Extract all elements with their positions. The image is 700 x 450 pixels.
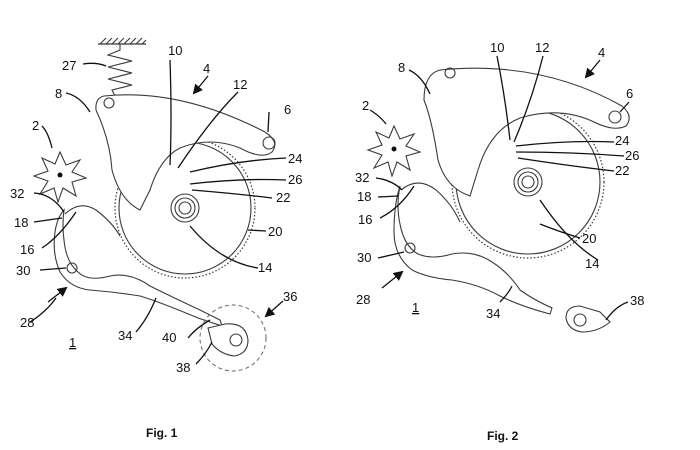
label-38-fig2: 38 xyxy=(630,293,644,308)
label-8-fig2: 8 xyxy=(398,60,405,75)
label-30-fig2: 30 xyxy=(357,250,371,265)
label-28: 28 xyxy=(20,315,34,330)
label-30: 30 xyxy=(16,263,30,278)
lever-28 xyxy=(53,208,223,327)
label-32: 32 xyxy=(10,186,24,201)
label-8: 8 xyxy=(55,86,62,101)
star-wheel-2 xyxy=(32,150,88,204)
leaders-fig2 xyxy=(369,55,630,321)
label-12: 12 xyxy=(233,77,247,92)
arrow-28 xyxy=(47,286,68,303)
lever-4 xyxy=(95,94,276,211)
label-12-fig2: 12 xyxy=(535,40,549,55)
label-32-fig2: 32 xyxy=(355,170,369,185)
lever-4-fig2 xyxy=(423,67,630,197)
arrow-28-fig2 xyxy=(381,270,404,289)
pawl-16 xyxy=(64,205,121,237)
label-22-fig2: 22 xyxy=(615,163,629,178)
pivot-6 xyxy=(262,136,276,150)
label-18-fig2: 18 xyxy=(357,189,371,204)
label-6-fig2: 6 xyxy=(626,86,633,101)
label-10-fig2: 10 xyxy=(490,40,504,55)
label-36: 36 xyxy=(283,289,297,304)
label-24-fig2: 24 xyxy=(615,133,629,148)
label-18: 18 xyxy=(14,215,28,230)
label-34: 34 xyxy=(118,328,132,343)
label-16-fig2: 16 xyxy=(358,212,372,227)
label-6: 6 xyxy=(284,102,291,117)
label-26: 26 xyxy=(288,172,302,187)
figure-1: 27 10 4 8 12 6 2 24 26 22 32 18 16 20 30… xyxy=(10,37,302,440)
label-34-fig2: 34 xyxy=(486,306,500,321)
label-2-fig2: 2 xyxy=(362,98,369,113)
pivot-8-fig2 xyxy=(444,67,456,79)
label-27: 27 xyxy=(62,58,76,73)
arrow-4 xyxy=(192,75,209,95)
pivot-8 xyxy=(103,97,115,109)
figure-2: 10 12 4 8 6 2 24 26 22 32 18 16 20 30 14… xyxy=(355,40,644,443)
label-38: 38 xyxy=(176,360,190,375)
label-10: 10 xyxy=(168,43,182,58)
label-26-fig2: 26 xyxy=(625,148,639,163)
label-20: 20 xyxy=(268,224,282,239)
arrow-36 xyxy=(264,300,284,318)
path-36 xyxy=(199,304,267,372)
star-wheel-2-fig2 xyxy=(366,124,422,178)
arrow-4-fig2 xyxy=(584,59,601,79)
label-16: 16 xyxy=(20,242,34,257)
pawl-16-fig2 xyxy=(400,182,461,223)
spring-27 xyxy=(106,44,133,97)
label-22: 22 xyxy=(276,190,290,205)
label-24: 24 xyxy=(288,151,302,166)
label-20-fig2: 20 xyxy=(582,231,596,246)
assembly-ref-1-fig2: 1 xyxy=(412,300,419,315)
label-14: 14 xyxy=(258,260,272,275)
lever-28-fig2 xyxy=(393,185,553,315)
assembly-ref-1: 1 xyxy=(69,335,76,350)
leaders-fig1 xyxy=(29,59,287,365)
hub-14 xyxy=(170,193,200,223)
pivot-6-fig2 xyxy=(608,110,622,124)
pivot-30 xyxy=(66,262,78,274)
hub-14-fig2 xyxy=(513,167,543,197)
figure-2-caption: Fig. 2 xyxy=(487,429,519,443)
crank-38 xyxy=(207,323,249,357)
label-2: 2 xyxy=(32,118,39,133)
label-4-fig2: 4 xyxy=(598,45,605,60)
pivot-30-fig2 xyxy=(404,242,416,254)
label-28-fig2: 28 xyxy=(356,292,370,307)
ground-hatch xyxy=(98,37,147,45)
label-4: 4 xyxy=(203,61,210,76)
figure-1-caption: Fig. 1 xyxy=(146,426,178,440)
crank-38-fig2 xyxy=(565,305,611,333)
label-40: 40 xyxy=(162,330,176,345)
label-14-fig2: 14 xyxy=(585,256,599,271)
